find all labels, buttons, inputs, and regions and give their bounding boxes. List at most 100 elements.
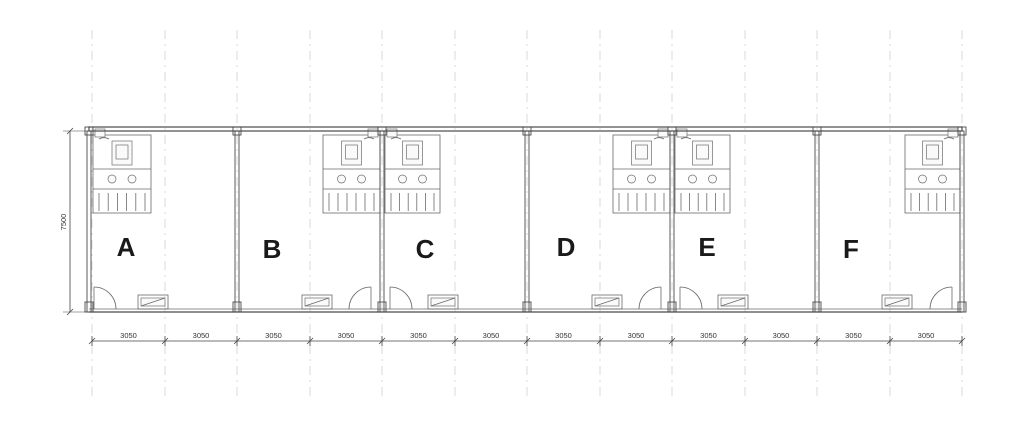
unit-label: F [843, 234, 859, 264]
storefront-windows [137, 294, 913, 310]
dimension-slash [451, 337, 459, 345]
window-diagonal [430, 297, 456, 307]
window-diagonal [720, 297, 746, 307]
dimension-slash [88, 337, 96, 345]
bay-dimension-label: 3050 [483, 331, 500, 340]
window-diagonal [304, 297, 330, 307]
column [232, 301, 242, 313]
toilet-icon [337, 174, 346, 184]
window-diagonal [884, 297, 910, 307]
window-frame [427, 294, 459, 310]
party-wall [86, 130, 92, 313]
toilet-icon [918, 174, 927, 184]
bathroom-cores [92, 128, 961, 214]
dimension-slash [66, 127, 74, 135]
doors [93, 286, 953, 310]
toilet-icon [406, 144, 419, 160]
window [881, 294, 913, 310]
toilet-icon [926, 144, 939, 160]
dimension-slash [958, 337, 966, 345]
bay-dimension-label: 3050 [845, 331, 862, 340]
window-frame [301, 294, 333, 310]
dimension-slash [66, 308, 74, 316]
bathroom-core [322, 128, 381, 214]
bathroom-core [384, 128, 441, 214]
column [667, 301, 677, 313]
column [957, 126, 967, 136]
column [522, 301, 532, 313]
toilet-icon [627, 174, 636, 184]
sink-icon [357, 174, 366, 184]
dimension-slash [306, 337, 314, 345]
column [232, 126, 242, 136]
door-swing [389, 286, 413, 310]
dimension-slash [886, 337, 894, 345]
unit-labels: A B C D E F [117, 232, 859, 264]
basin-icon [98, 137, 110, 140]
window [717, 294, 749, 310]
unit-label: A [117, 232, 136, 262]
door-swing [679, 286, 703, 310]
window-frame [717, 294, 749, 310]
door-swing [638, 286, 662, 310]
riser-icon [367, 128, 379, 138]
bathroom-core [92, 128, 152, 214]
bay-dimension-label: 3050 [265, 331, 282, 340]
toilet-icon [345, 144, 358, 160]
sink-icon [418, 174, 427, 184]
toilet-icon [115, 144, 129, 160]
basin-icon [653, 137, 665, 140]
bathroom-outline [92, 134, 152, 214]
riser-icon [94, 128, 106, 138]
window [427, 294, 459, 310]
bathroom-core [674, 128, 731, 214]
basin-icon [363, 137, 375, 140]
bay-dimension-label: 3050 [120, 331, 137, 340]
window-frame [881, 294, 913, 310]
toilet-icon [688, 174, 697, 184]
window [137, 294, 169, 310]
dimension-slash [596, 337, 604, 345]
dimension-slash [378, 337, 386, 345]
toilet-icon [696, 144, 709, 160]
dimension-slash [523, 337, 531, 345]
bay-dimension-label: 3050 [410, 331, 427, 340]
unit-label: C [416, 234, 435, 264]
sink-icon [708, 174, 717, 184]
depth-dimension-label: 7500 [59, 214, 68, 231]
riser-icon [386, 128, 398, 138]
window [301, 294, 333, 310]
sink-icon [938, 174, 947, 184]
door-swing [348, 286, 372, 310]
toilet-icon [635, 144, 648, 160]
window-diagonal [140, 297, 166, 307]
unit-label: D [557, 232, 576, 262]
bay-dimension-label: 3050 [700, 331, 717, 340]
column [377, 126, 387, 136]
bay-dimension-label: 3050 [773, 331, 790, 340]
column [377, 301, 387, 313]
basin-icon [390, 137, 402, 140]
basin-icon [943, 137, 955, 140]
column [667, 126, 677, 136]
rear-wall [88, 126, 963, 132]
bathroom-core [612, 128, 671, 214]
dimension-slash [233, 337, 241, 345]
unit-label: B [263, 234, 282, 264]
sink-icon [127, 174, 137, 184]
column [812, 301, 822, 313]
toilet-icon [107, 174, 117, 184]
depth-dimension: 7500 [59, 127, 89, 316]
bathroom-outline [384, 134, 441, 214]
riser-icon [657, 128, 669, 138]
bay-dimension-label: 3050 [193, 331, 210, 340]
basin-icon [680, 137, 692, 140]
bathroom-core [904, 128, 961, 214]
bay-dimension-label: 3050 [628, 331, 645, 340]
column [522, 126, 532, 136]
riser-icon [947, 128, 959, 138]
riser-icon [676, 128, 688, 138]
unit-label: E [698, 232, 715, 262]
dimension-slash [813, 337, 821, 345]
